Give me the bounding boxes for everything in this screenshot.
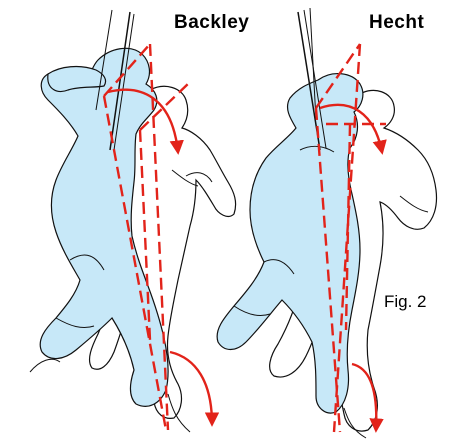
backley-thrower: [30, 10, 236, 432]
backley-label: Backley: [174, 12, 249, 34]
hecht-thrower: [217, 8, 436, 438]
figure-number-label: Fig. 2: [384, 292, 427, 312]
hecht-label: Hecht: [369, 12, 424, 34]
